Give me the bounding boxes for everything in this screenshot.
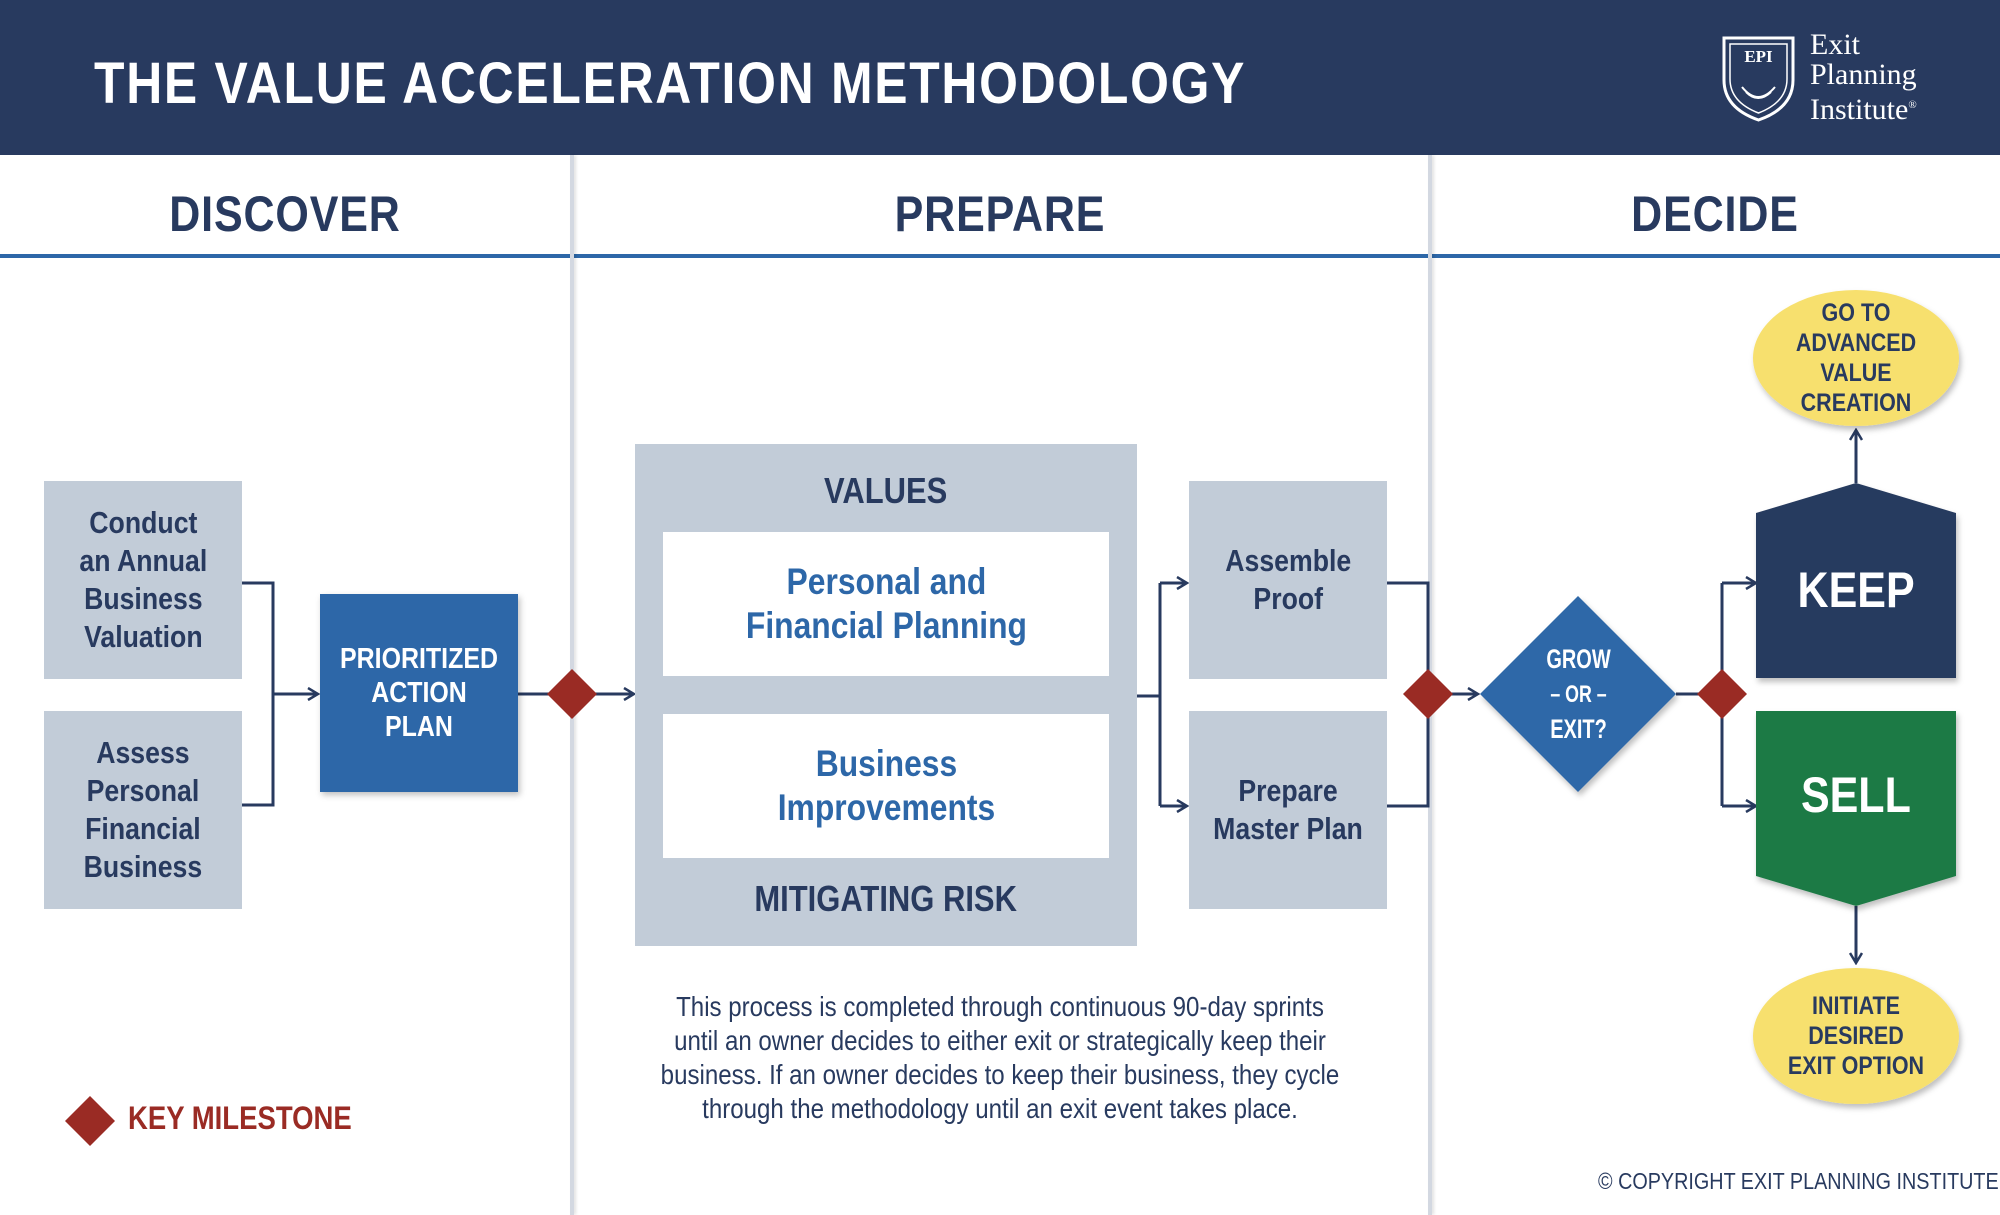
grow-or-exit-text: GROW– OR –EXIT? <box>1545 643 1611 744</box>
logo-line-exit: Exit <box>1810 28 1860 61</box>
assess-box: Assess Personal Financial Business <box>44 711 242 909</box>
milestone-diamond-prepare <box>1403 669 1453 719</box>
values-risk-panel: VALUES Personal and Financial Planning B… <box>635 444 1137 946</box>
values-label: VALUES <box>824 470 948 511</box>
business-improvements-card: Business Improvements <box>663 714 1109 858</box>
prioritized-action-plan-box: PRIORITIZED ACTION PLAN <box>320 594 518 792</box>
phase-header-rule <box>0 254 2000 258</box>
phase-prepare: PREPARE <box>894 186 1106 242</box>
valuation-box: Conduct an Annual Business Valuation <box>44 481 242 679</box>
process-note: This process is completed through contin… <box>660 991 1340 1124</box>
page-title: THE VALUE ACCELERATION METHODOLOGY <box>94 51 1247 116</box>
phase-decide: DECIDE <box>1631 186 1799 242</box>
legend-milestone-icon <box>65 1096 115 1146</box>
milestone-diamond-decide <box>1697 669 1747 719</box>
phase-discover: DISCOVER <box>169 186 401 242</box>
keep-label: KEEP <box>1797 562 1915 618</box>
header-bar: THE VALUE ACCELERATION METHODOLOGY EPI E… <box>0 0 2000 155</box>
logo-line-institute: Institute® <box>1810 93 1917 126</box>
advanced-value-creation-text: GO TO ADVANCED VALUE CREATION <box>1795 299 1917 417</box>
keep-shape <box>1756 483 1956 678</box>
prepare-master-plan-box: Prepare Master Plan <box>1189 711 1387 909</box>
legend-key-milestone: KEY MILESTONE <box>128 1100 352 1136</box>
grow-or-exit-diamond <box>1480 596 1676 792</box>
advanced-value-oval <box>1753 290 1959 426</box>
initiate-exit-option-text: INITIATE DESIRED EXIT OPTION <box>1787 992 1925 1080</box>
logo-badge-text: EPI <box>1744 47 1773 66</box>
epi-shield-logo: EPI <box>1722 36 1795 122</box>
logo-line-planning: Planning <box>1810 58 1917 91</box>
sell-shape <box>1756 711 1956 906</box>
sell-label: SELL <box>1801 767 1911 823</box>
logo-wordmark: Exit Planning Institute® <box>1810 30 1917 125</box>
copyright-notice: © COPYRIGHT EXIT PLANNING INSTITUTE <box>1598 1168 1999 1194</box>
initiate-exit-oval <box>1753 968 1959 1104</box>
personal-financial-planning-card: Personal and Financial Planning <box>663 532 1109 676</box>
milestone-diamond-discover <box>547 669 597 719</box>
mitigating-risk-label: MITIGATING RISK <box>754 878 1018 919</box>
assemble-proof-box: Assemble Proof <box>1189 481 1387 679</box>
